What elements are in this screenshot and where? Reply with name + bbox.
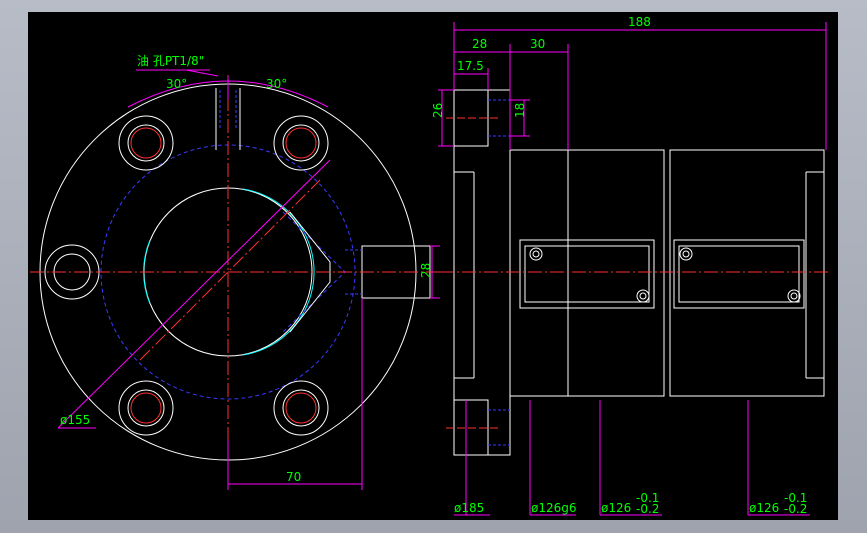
- body-fit-label: ø126g6: [531, 501, 577, 515]
- oil-hole-label: 油 孔PT1/8": [137, 54, 204, 68]
- flange-tab-height-label: 26: [431, 103, 445, 118]
- flange-plus-label: 28: [472, 37, 487, 51]
- window-left: [519, 239, 655, 309]
- bolt-hole-top-right: [273, 115, 329, 171]
- body-dia-b-label: ø126: [749, 501, 779, 515]
- angle-label-right: 30°: [266, 77, 287, 91]
- oil-hole-leader: [185, 69, 219, 77]
- diameter-leader: [57, 159, 331, 429]
- flange-diameter-label: ø185: [454, 501, 484, 515]
- flange-thickness-label: 17.5: [457, 59, 484, 73]
- side-view-dimensions: [438, 22, 827, 516]
- overall-length-label: 188: [628, 15, 651, 29]
- body-dia-b-tol-upper: -0.1: [784, 491, 807, 505]
- side-view-labels: 188 28 30 17.5 26 18 ø185 ø126g6 ø126 -0…: [431, 15, 807, 516]
- counterbore-depth-label: 18: [513, 103, 527, 118]
- nut-body-left: [509, 149, 665, 397]
- port-28-label: 28: [419, 263, 433, 278]
- bolt-hole-bottom-left: [118, 380, 174, 436]
- drawing-background: [28, 12, 838, 520]
- bolt-hole-top-left: [118, 115, 174, 171]
- bolt-hole-bottom-right: [273, 380, 329, 436]
- window-right: [673, 239, 805, 309]
- diagonal-center-line-1: [139, 179, 321, 361]
- oil-hole-slot: [215, 88, 241, 150]
- offset-70-label: 70: [286, 470, 301, 484]
- body-dia-a-label: ø126: [601, 501, 631, 515]
- bolt-circle-diameter-label: ø155: [60, 413, 90, 427]
- body-step-label: 30: [530, 37, 545, 51]
- angle-label-left: 30°: [166, 77, 187, 91]
- nut-body-right: [669, 149, 825, 397]
- front-view: [30, 75, 448, 470]
- front-view-dimensions: [57, 69, 440, 490]
- body-dia-a-tol-lower: -0.2: [636, 502, 659, 516]
- body-dia-b-tol-lower: -0.2: [784, 502, 807, 516]
- front-view-labels: 油 孔PT1/8" 30° 30° ø155 70 28: [60, 54, 433, 484]
- body-dia-a-tol-upper: -0.1: [636, 491, 659, 505]
- bore-hatch-arc: [242, 188, 315, 356]
